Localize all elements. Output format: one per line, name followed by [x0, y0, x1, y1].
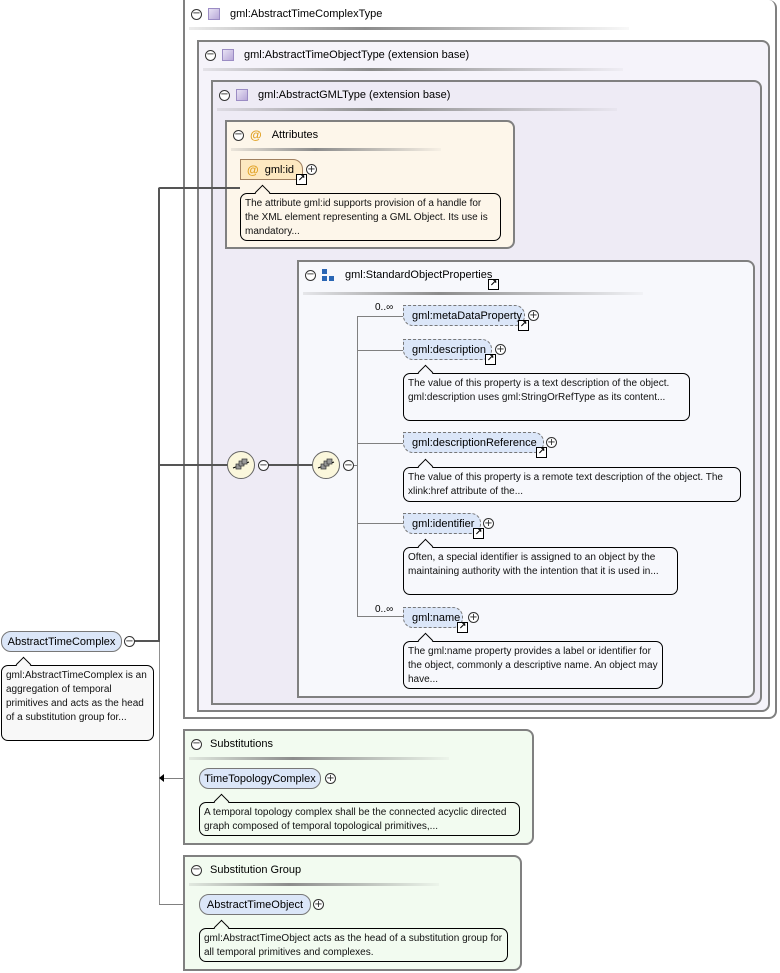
reference-icon: ↗ — [473, 528, 484, 539]
attributes-title: Attributes — [271, 129, 319, 141]
connector — [126, 640, 160, 642]
element-gml-identifier[interactable]: gml:identifier — [403, 513, 481, 534]
element-name: gml:description — [412, 343, 486, 356]
collapse-icon[interactable]: − — [191, 738, 202, 750]
substitution-doc: A temporal topology complex shall be the… — [199, 802, 520, 836]
element-doc: Often, a special identifier is assigned … — [403, 547, 678, 595]
sequence-icon — [317, 458, 335, 470]
expand-icon[interactable]: + — [546, 436, 557, 448]
sequence-icon — [232, 458, 250, 470]
element-doc: The value of this property is a text des… — [403, 373, 690, 421]
attribute-name: gml:id — [264, 163, 295, 176]
group-icon — [322, 269, 335, 281]
element-gml-descriptionreference[interactable]: gml:descriptionReference — [403, 432, 544, 453]
element-name: gml:metaDataProperty — [412, 309, 523, 322]
reference-icon: ↗ — [488, 279, 499, 290]
substitution-group-doc: gml:AbstractTimeObject acts as the head … — [199, 928, 508, 962]
connector — [357, 443, 403, 444]
element-gml-name[interactable]: gml:name — [403, 607, 463, 628]
arrow-icon — [159, 774, 164, 782]
connector — [357, 350, 403, 351]
type-title: gml:AbstractTimeComplexType — [230, 8, 383, 20]
collapse-icon[interactable]: − — [233, 129, 244, 141]
collapse-icon[interactable]: − — [343, 459, 354, 471]
complex-type-icon — [208, 8, 220, 20]
element-name: AbstractTimeObject — [206, 898, 304, 911]
collapse-icon[interactable]: − — [258, 459, 269, 471]
element-abstracttimeobject[interactable]: AbstractTimeObject — [199, 894, 311, 915]
expand-icon[interactable]: + — [306, 163, 317, 175]
element-timetopologycomplex[interactable]: TimeTopologyComplex — [199, 768, 321, 789]
reference-icon: ↗ — [485, 354, 496, 365]
element-name: TimeTopologyComplex — [204, 772, 316, 785]
occurrence-label: 0..∞ — [375, 302, 394, 313]
expand-icon[interactable]: + — [325, 772, 336, 784]
complex-type-icon — [236, 89, 248, 101]
attribute-gml-id[interactable]: @ gml:id — [240, 159, 303, 180]
collapse-icon[interactable]: − — [219, 89, 230, 101]
expand-icon[interactable]: + — [483, 517, 494, 529]
connector — [158, 188, 160, 642]
element-doc: The gml:name property provides a label o… — [403, 641, 663, 689]
sequence-compositor[interactable] — [227, 451, 255, 479]
expand-icon[interactable]: + — [468, 611, 479, 623]
connector — [353, 465, 358, 466]
connector — [357, 316, 403, 317]
reference-icon: ↗ — [457, 622, 468, 633]
collapse-icon[interactable]: − — [205, 49, 216, 61]
connector — [357, 523, 403, 524]
reference-icon: ↗ — [536, 447, 547, 458]
connector — [357, 316, 358, 616]
reference-icon: ↗ — [296, 174, 307, 185]
element-name: gml:identifier — [412, 517, 475, 530]
reference-icon: ↗ — [518, 320, 529, 331]
element-name: gml:name — [412, 611, 461, 624]
element-doc: The value of this property is a remote t… — [403, 467, 741, 502]
collapse-icon[interactable]: − — [305, 269, 316, 281]
collapse-icon[interactable]: − — [124, 635, 135, 647]
substitutions-title: Substitutions — [210, 738, 273, 750]
connector — [159, 642, 160, 904]
expand-icon[interactable]: + — [495, 343, 506, 355]
connector — [163, 778, 199, 779]
root-element-doc: gml:AbstractTimeComplex is an aggregatio… — [1, 665, 154, 741]
element-name: AbstractTimeComplex — [7, 635, 116, 648]
connector — [158, 464, 228, 466]
expand-icon[interactable]: + — [313, 898, 324, 910]
expand-icon[interactable]: + — [528, 309, 539, 321]
connector — [158, 187, 240, 189]
occurrence-label: 0..∞ — [375, 604, 394, 615]
element-gml-description[interactable]: gml:description — [403, 339, 492, 360]
attribute-icon: @ — [247, 162, 259, 177]
substitution-group-title: Substitution Group — [210, 864, 302, 876]
extension-title: gml:AbstractTimeObjectType (extension ba… — [244, 49, 470, 61]
attribute-icon: @ — [250, 128, 262, 142]
connector — [268, 464, 313, 466]
sequence-compositor[interactable] — [312, 451, 340, 479]
complex-type-icon — [222, 49, 234, 61]
connector — [159, 904, 199, 905]
extension-title: gml:AbstractGMLType (extension base) — [258, 89, 451, 101]
collapse-icon[interactable]: − — [191, 8, 202, 20]
connector — [357, 616, 403, 617]
collapse-icon[interactable]: − — [191, 864, 202, 876]
attribute-doc: The attribute gml:id supports provision … — [240, 193, 501, 241]
group-title: gml:StandardObjectProperties — [345, 269, 493, 281]
element-gml-metadataproperty[interactable]: gml:metaDataProperty — [403, 305, 525, 326]
root-element-abstracttimecomplex[interactable]: AbstractTimeComplex — [1, 631, 122, 652]
element-name: gml:descriptionReference — [412, 436, 537, 449]
